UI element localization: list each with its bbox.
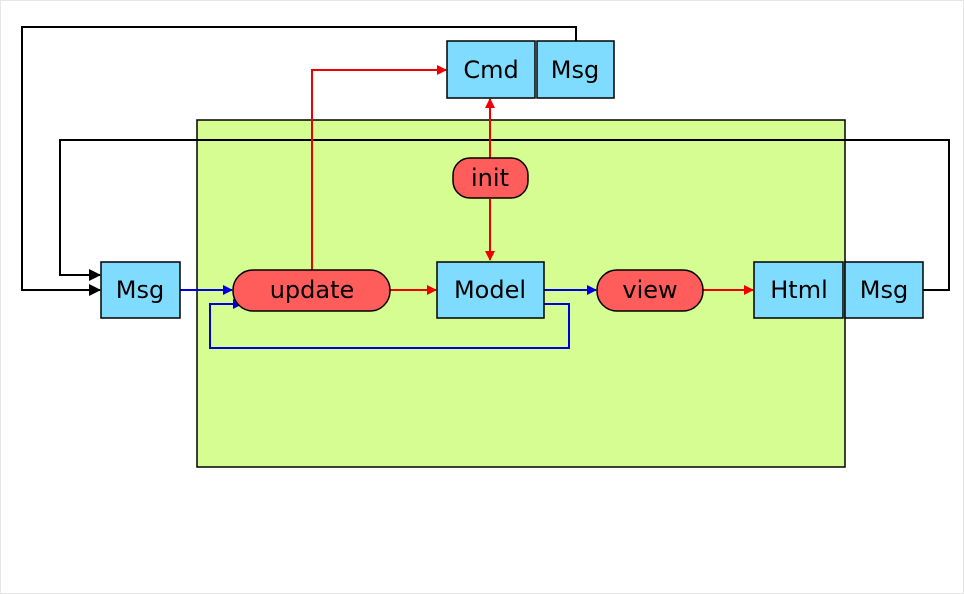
cmd-msg-label: Msg [551,56,599,84]
edge-html-msg-to-msg [59,139,950,291]
update-label: update [270,276,355,304]
edge-cmd-msg-to-msg [21,26,577,296]
view-label: view [622,276,677,304]
edge-update-to-cmd [311,65,447,270]
init-node: init [452,157,529,199]
init-label: init [471,164,509,192]
cmd-msg-node: Cmd Msg [446,40,615,99]
cmd-label: Cmd [463,56,518,84]
edge-model-to-update-loop [209,299,570,349]
update-node: update [232,269,391,312]
html-msg-node: Html Msg [753,261,924,319]
html-msg-box [844,261,924,319]
cmd-box [446,40,536,99]
html-label: Html [770,276,828,304]
model-label: Model [454,276,526,304]
model-node: Model [436,261,545,319]
cmd-msg-box [536,40,615,99]
msg-input-node: Msg [100,261,181,319]
html-box [753,261,844,319]
msg-input-label: Msg [116,276,164,304]
html-msg-label: Msg [860,276,908,304]
view-node: view [596,269,704,312]
